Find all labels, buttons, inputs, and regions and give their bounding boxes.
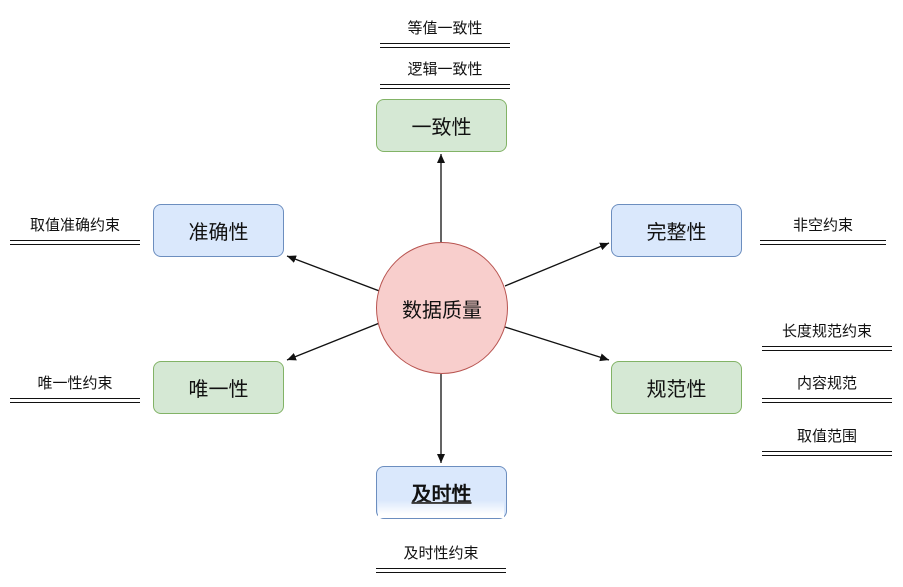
note-value-range-text: 取值范围: [796, 427, 857, 445]
node-uniqueness: 唯一性: [153, 361, 284, 414]
note-content-norm: 内容规范: [762, 372, 892, 403]
note-length-constraint-text: 长度规范约束: [781, 322, 872, 340]
arrow-to-normativity: [504, 326, 610, 362]
node-consistency: 一致性: [376, 99, 507, 152]
arrow-to-completeness: [504, 242, 610, 287]
arrow-to-accuracy: [286, 255, 383, 293]
note-logic-consistency: 逻辑一致性: [380, 58, 510, 89]
note-equal-consistency-text: 等值一致性: [407, 19, 483, 37]
note-accuracy-constraint-text: 取值准确约束: [29, 216, 120, 234]
note-unique-constraint-text: 唯一性约束: [37, 374, 113, 392]
center-label: 数据质量: [402, 297, 482, 322]
node-timeliness-label: 及时性: [411, 482, 472, 506]
arrow-to-uniqueness: [286, 321, 383, 361]
note-not-null-constraint-text: 非空约束: [792, 216, 853, 234]
note-not-null-constraint: 非空约束: [760, 214, 886, 245]
node-normativity: 规范性: [611, 361, 742, 414]
note-value-range: 取值范围: [762, 425, 892, 456]
node-normativity-label: 规范性: [646, 377, 707, 401]
note-timeliness-constraint-text: 及时性约束: [403, 544, 479, 562]
note-content-norm-text: 内容规范: [796, 374, 857, 392]
note-logic-consistency-text: 逻辑一致性: [407, 60, 483, 78]
center-node-data-quality: 数据质量: [376, 242, 508, 374]
node-accuracy: 准确性: [153, 204, 284, 257]
node-completeness: 完整性: [611, 204, 742, 257]
note-accuracy-constraint: 取值准确约束: [10, 214, 140, 245]
note-unique-constraint: 唯一性约束: [10, 372, 140, 403]
node-completeness-label: 完整性: [646, 220, 707, 244]
node-consistency-label: 一致性: [411, 115, 472, 139]
node-timeliness: 及时性: [376, 466, 507, 519]
node-uniqueness-label: 唯一性: [188, 377, 249, 401]
note-equal-consistency: 等值一致性: [380, 17, 510, 48]
node-accuracy-label: 准确性: [188, 220, 249, 244]
note-length-constraint: 长度规范约束: [762, 320, 892, 351]
note-timeliness-constraint: 及时性约束: [376, 542, 506, 573]
